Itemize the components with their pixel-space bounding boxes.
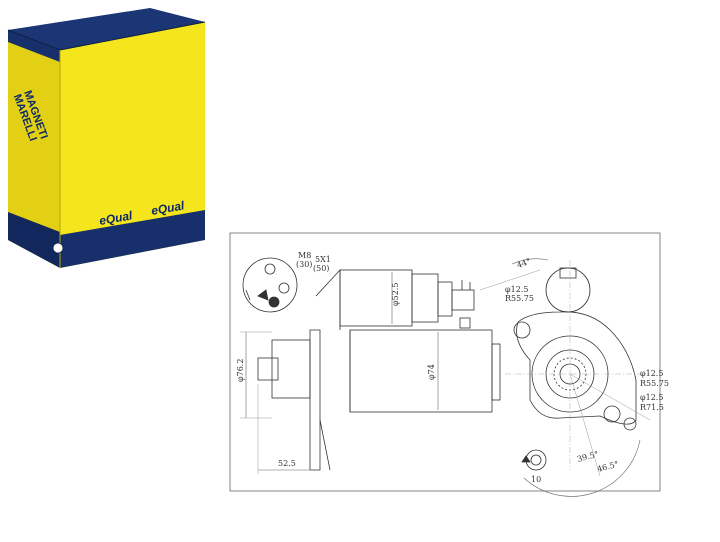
label-5x1-value: (50) xyxy=(313,264,329,273)
equal-label-side-1: eQual xyxy=(98,208,134,228)
label-r55-75-a: R55.75 xyxy=(505,294,534,303)
label-dia-76-2: φ76.2 xyxy=(236,359,245,382)
label-hole-12-5-b: φ12.5 xyxy=(640,369,663,378)
pinion-detail xyxy=(521,449,547,471)
drawing-frame xyxy=(229,232,661,492)
label-dia-74: φ74 xyxy=(427,364,436,380)
terminal-end-view xyxy=(242,257,298,313)
label-angle-44: 44° xyxy=(516,257,532,270)
label-teeth-10: 10 xyxy=(531,475,541,484)
mount-hole-2 xyxy=(603,405,621,423)
dimension-labels: M8 (30) 5X1 (50) φ52.5 φ76.2 φ74 52.5 44… xyxy=(236,251,669,484)
box-side-face xyxy=(60,22,205,268)
label-r71-5: R71.5 xyxy=(640,403,664,412)
mount-hole-1 xyxy=(513,321,531,339)
starter-side-view xyxy=(240,268,501,474)
product-box: MAGNETI MARELLI eQual eQual eQual xyxy=(7,8,206,268)
label-m8-value: (30) xyxy=(296,260,312,269)
label-hole-12-5-a: φ12.5 xyxy=(505,285,528,294)
box-front-face xyxy=(8,30,60,268)
label-len-52-5: 52.5 xyxy=(278,459,296,468)
label-dia-52-5: φ52.5 xyxy=(391,283,400,306)
box-top-face xyxy=(8,8,205,50)
label-5x1: 5X1 xyxy=(315,255,331,264)
mount-hole-3 xyxy=(623,417,637,431)
label-m8: M8 xyxy=(298,251,311,260)
label-angle-46-5: 46.5° xyxy=(596,460,619,474)
label-hole-12-5-c: φ12.5 xyxy=(640,393,663,402)
equal-label-side-2: eQual xyxy=(150,198,186,218)
box-emblem xyxy=(52,242,64,254)
starter-front-view xyxy=(479,258,651,497)
technical-drawing xyxy=(229,232,661,497)
label-r55-75-b: R55.75 xyxy=(640,379,669,388)
